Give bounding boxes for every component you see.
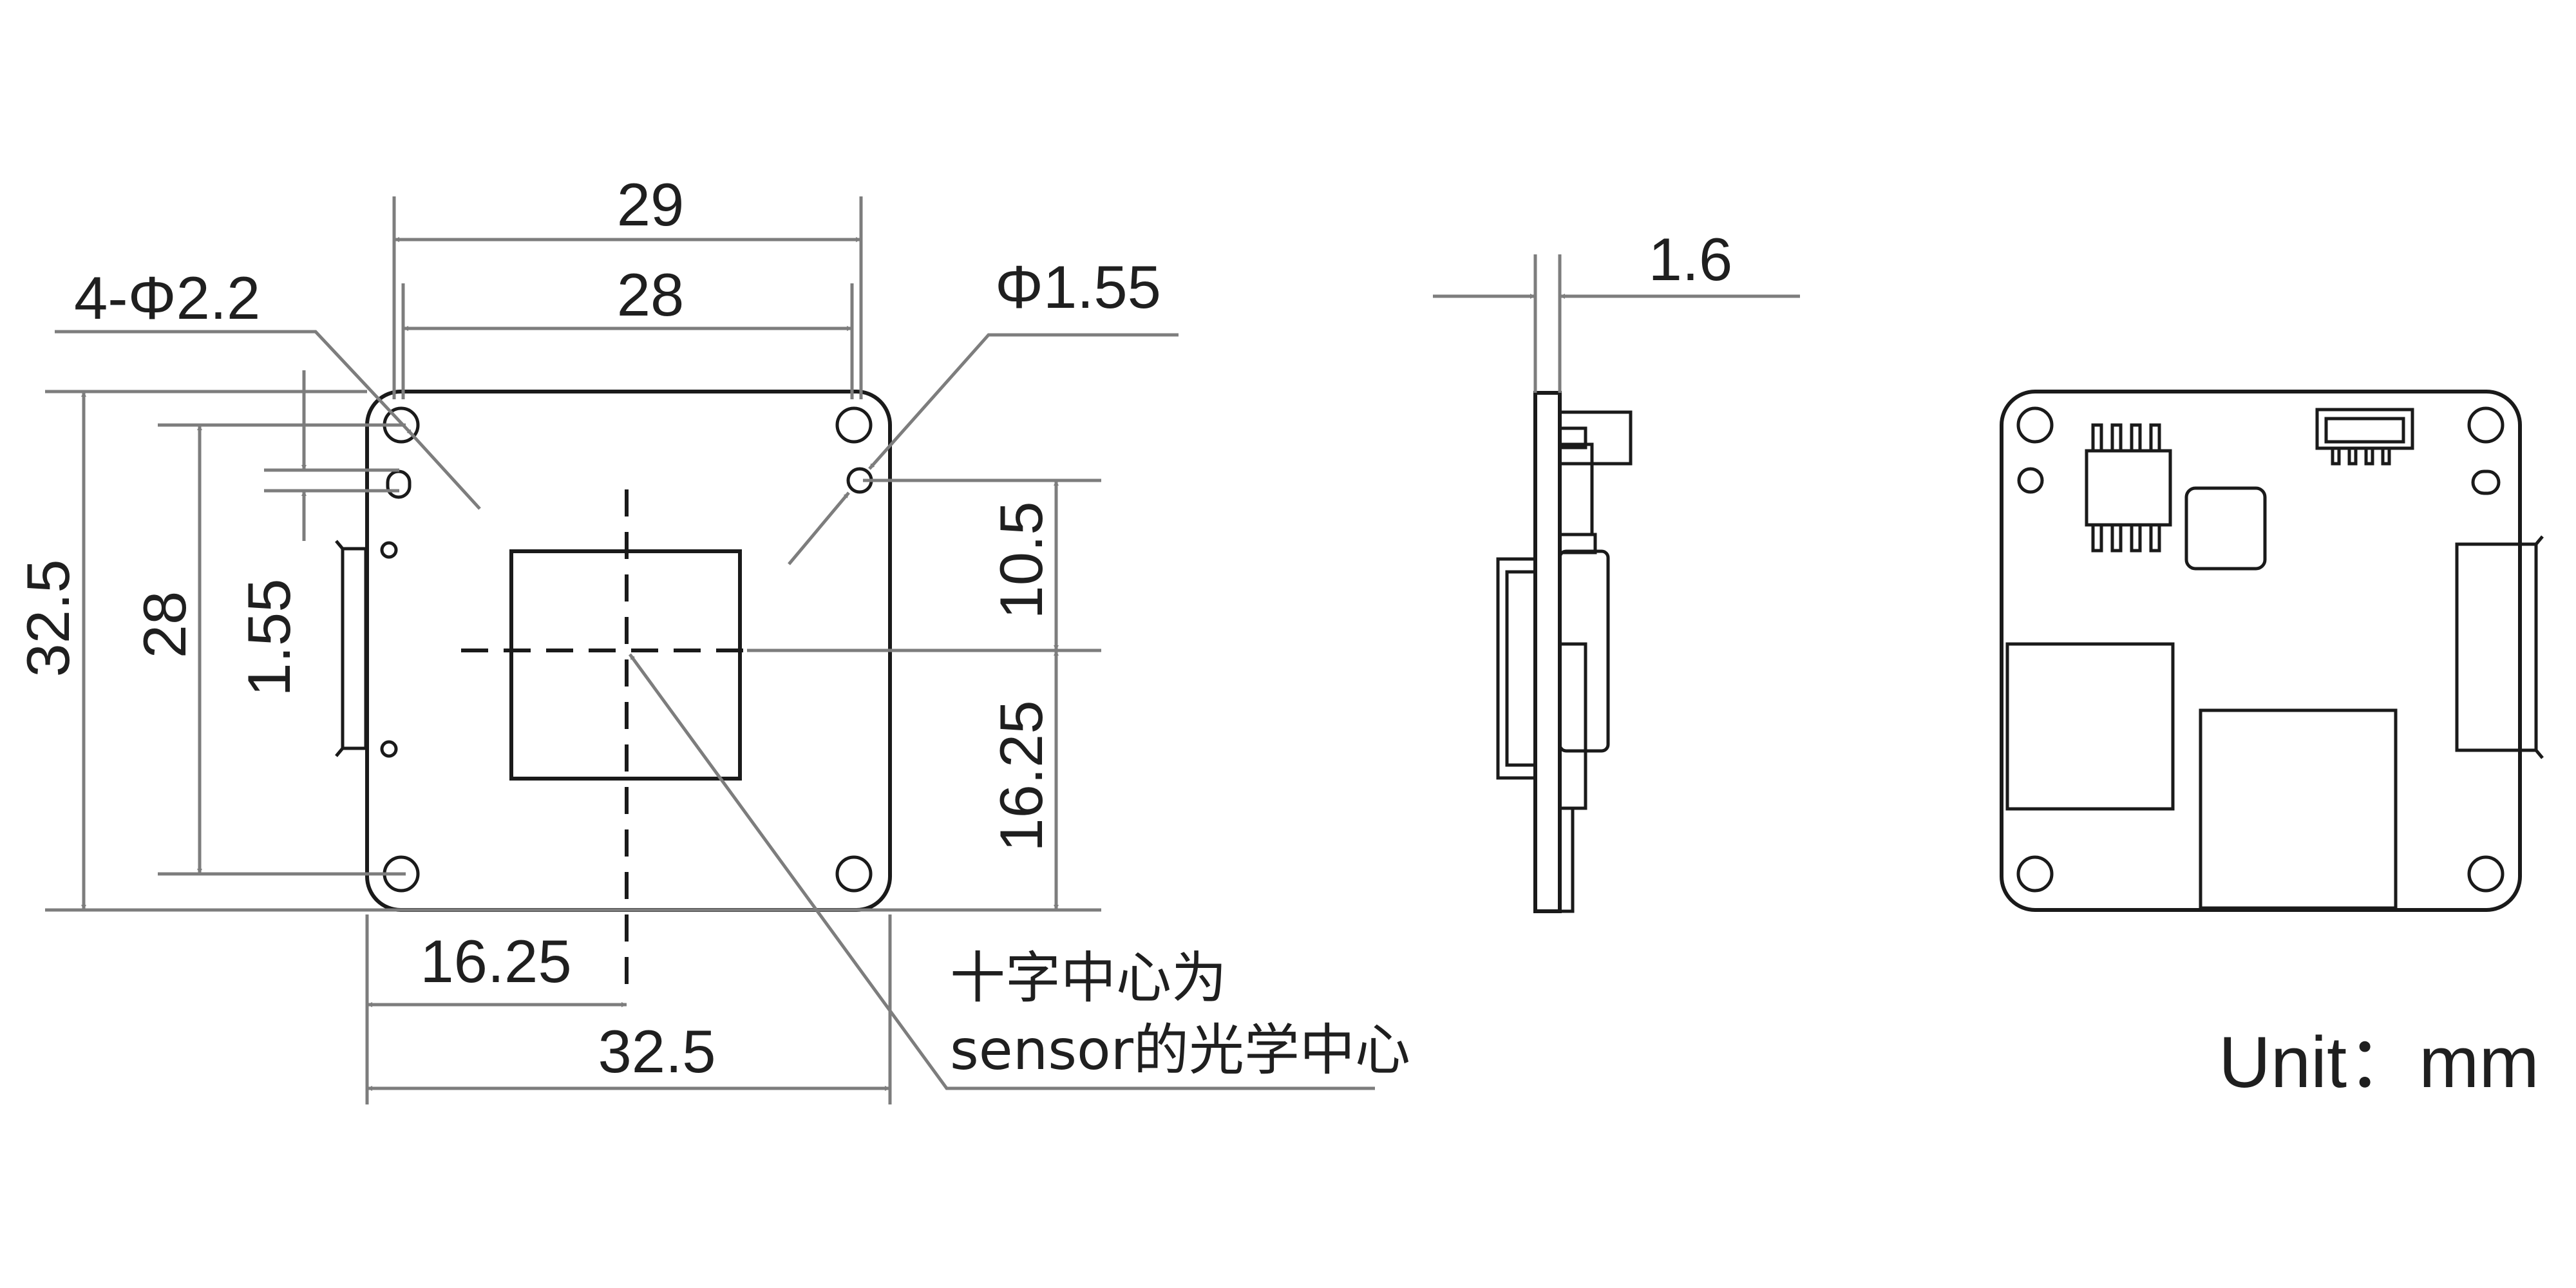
side-top-connector — [1558, 410, 1633, 466]
tiny-hole-left-lower — [380, 740, 398, 758]
back-side-connector — [2455, 542, 2538, 752]
dim-bottom-half: 16.25 — [420, 927, 571, 995]
leader-optical-center — [628, 653, 1375, 1090]
side-view: 1.6 — [1433, 225, 1800, 913]
dim-right-lower: 16.25 — [987, 700, 1055, 851]
dim-right-upper: 10.5 — [987, 502, 1055, 620]
back-inductor — [2184, 486, 2267, 571]
annotation-line2: sensor的光学中心 — [950, 1018, 1410, 1083]
back-hole-bottom-right — [2467, 855, 2505, 893]
back-board-outline — [2000, 390, 2522, 912]
dim-left-inner: 28 — [131, 591, 198, 659]
mount-hole-bottom-right — [835, 855, 873, 893]
side-component-upper — [1558, 442, 1594, 536]
annotation-line1: 十字中心为 — [950, 946, 1227, 1010]
dim-left-outer: 32.5 — [14, 560, 82, 677]
back-block-left — [2005, 642, 2175, 811]
dim-top-inner: 28 — [617, 261, 685, 328]
leader-hole-spec — [55, 330, 413, 436]
dim-small-hole: Φ1.55 — [995, 253, 1161, 321]
back-view — [2000, 390, 2544, 912]
back-top-connector — [2315, 408, 2414, 466]
dim-bottom-full: 32.5 — [598, 1018, 716, 1085]
back-hole-bottom-left — [2016, 855, 2054, 893]
dim-hole-spec: 4-Φ2.2 — [74, 264, 260, 332]
back-block-center — [2199, 708, 2398, 910]
slot-hole-left — [386, 469, 412, 499]
back-ic-8pin — [2085, 423, 2172, 553]
side-sensor-block — [1496, 557, 1537, 780]
front-left-connector — [341, 547, 368, 750]
back-hole-top-right — [2467, 406, 2505, 444]
dim-left-small: 1.55 — [235, 579, 303, 697]
dim-top-outer: 29 — [617, 171, 685, 238]
front-view: 29 28 4-Φ2.2 Φ1.55 32.5 28 1.55 10.5 16.… — [14, 171, 1410, 1104]
leader-small-hole — [868, 333, 1179, 470]
mount-hole-top-right — [835, 406, 873, 444]
back-hole-top-left — [2016, 406, 2054, 444]
side-pcb — [1533, 391, 1562, 913]
dim-thickness: 1.6 — [1649, 225, 1733, 293]
tiny-hole-left-upper — [380, 541, 398, 559]
unit-label: Unit：mm — [2219, 1022, 2539, 1103]
